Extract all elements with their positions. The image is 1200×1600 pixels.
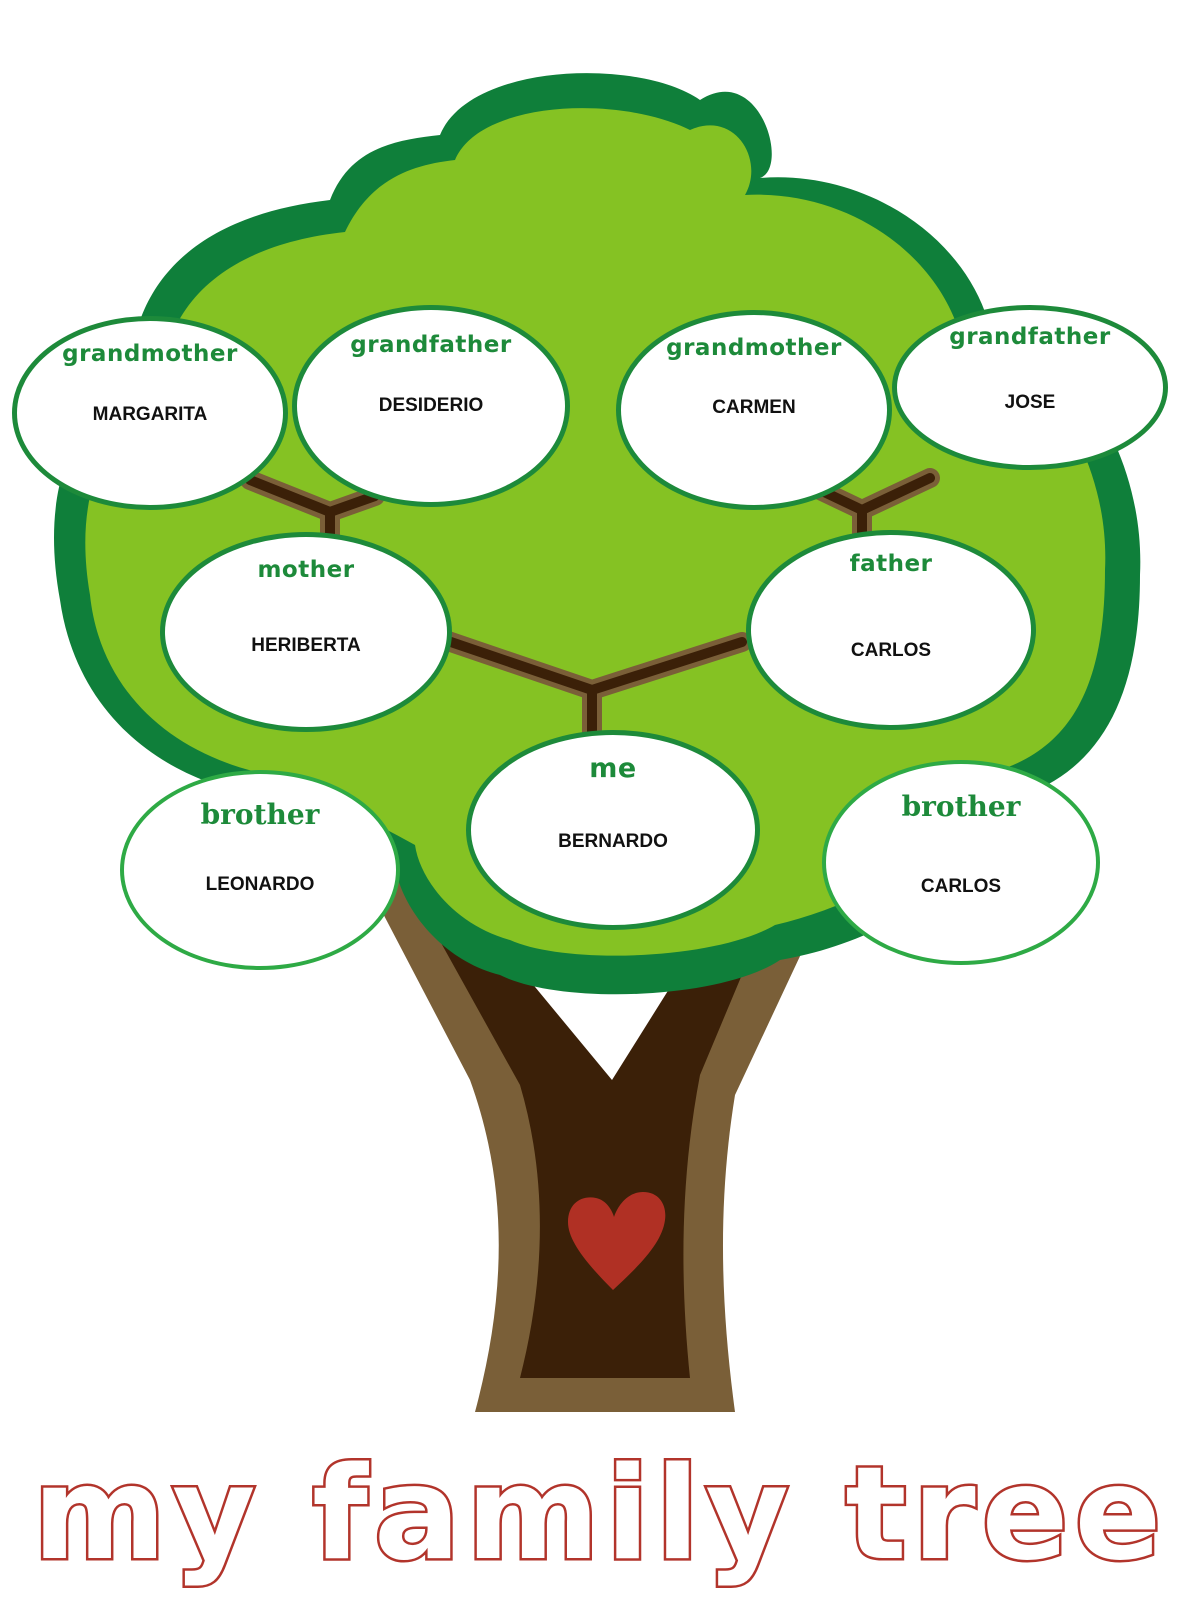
role-label: father: [849, 551, 933, 577]
person-name: JOSE: [1004, 392, 1056, 413]
person-name: DESIDERIO: [378, 395, 484, 416]
role-label: grandmother: [62, 341, 238, 367]
node-father: father CARLOS: [746, 530, 1036, 730]
node-me: me BERNARDO: [466, 730, 760, 930]
node-brother-right: brother CARLOS: [822, 760, 1100, 965]
person-name: CARLOS: [850, 640, 932, 661]
role-label: me: [589, 753, 637, 784]
tree-trunk-inner: [395, 860, 790, 1378]
role-label: grandfather: [350, 332, 512, 358]
role-label: mother: [257, 557, 355, 583]
heart-icon: [568, 1192, 666, 1290]
person-name: CARLOS: [920, 876, 1002, 897]
person-name: BERNARDO: [558, 831, 668, 852]
node-mother: mother HERIBERTA: [160, 532, 452, 732]
role-label: grandfather: [949, 324, 1111, 350]
tree-canopy-inner: [85, 108, 1106, 956]
person-name: HERIBERTA: [251, 635, 361, 656]
person-name: CARMEN: [712, 397, 796, 418]
person-name: MARGARITA: [92, 404, 208, 425]
node-grandmother-left: grandmother MARGARITA: [12, 316, 288, 510]
node-grandmother-right: grandmother CARMEN: [616, 310, 892, 510]
node-grandfather-right: grandfather JOSE: [892, 305, 1168, 470]
node-brother-left: brother LEONARDO: [120, 770, 400, 970]
role-label: brother: [901, 790, 1021, 823]
node-grandfather-left: grandfather DESIDERIO: [292, 305, 570, 507]
role-label: grandmother: [666, 335, 842, 361]
person-name: LEONARDO: [205, 874, 315, 895]
page-title: my family tree: [30, 1438, 1168, 1592]
role-label: brother: [200, 798, 320, 831]
